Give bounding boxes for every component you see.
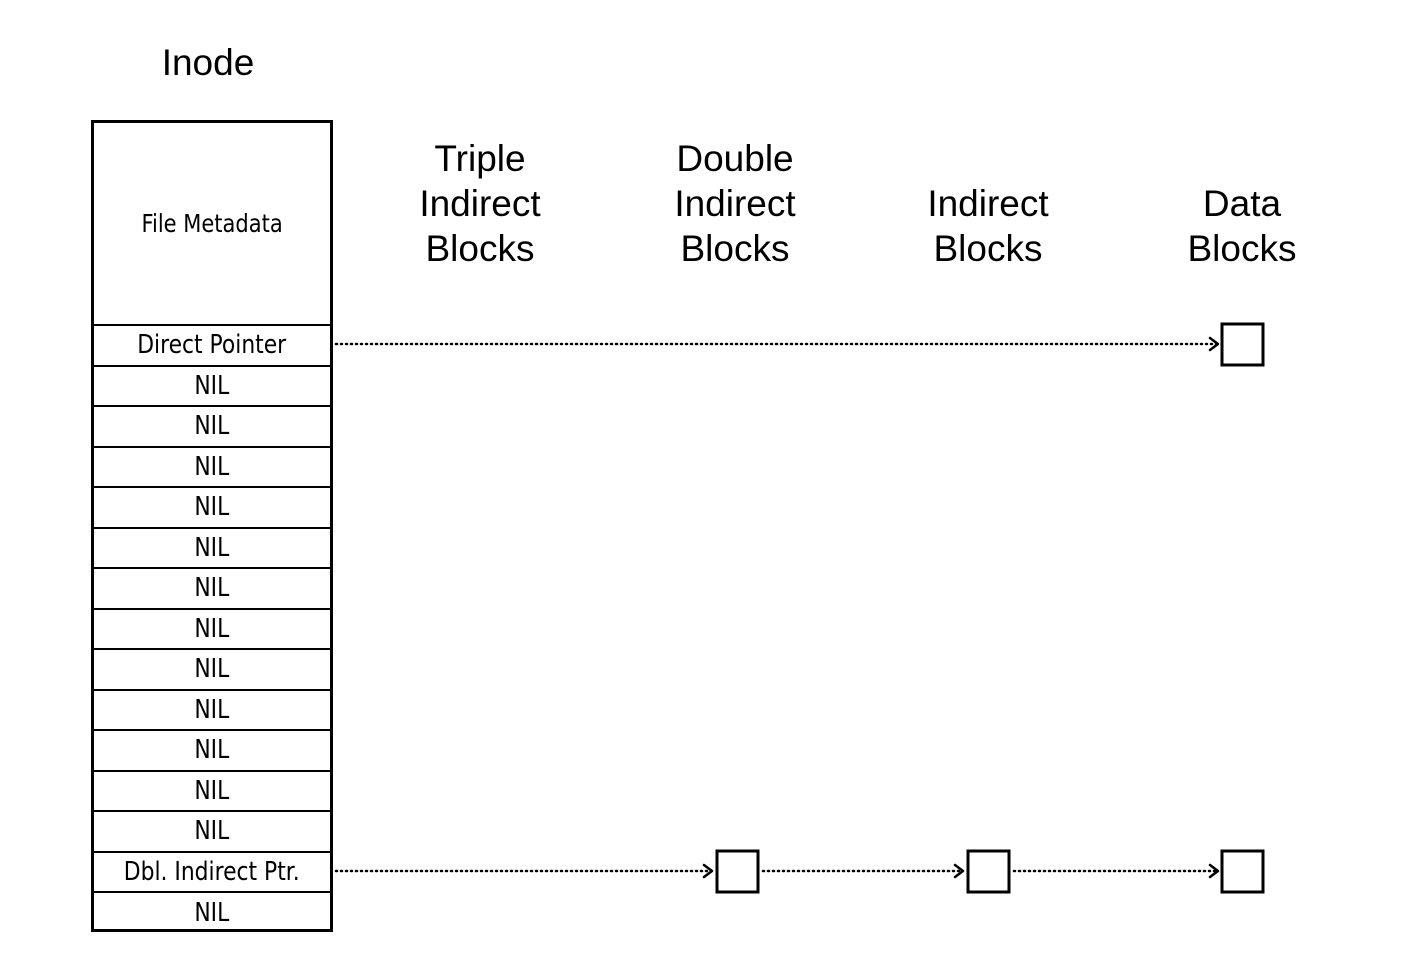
inode-slot-14: Dbl. Indirect Ptr.: [94, 853, 330, 893]
indirect-block: [966, 849, 1011, 894]
indirect-blocks-header: Indirect Blocks: [927, 183, 1049, 269]
inode-slot-label: NIL: [194, 492, 230, 523]
inode-slot-label: Dbl. Indirect Ptr.: [124, 856, 300, 887]
inode-slot-label: Direct Pointer: [137, 330, 287, 361]
double-indirect-block: [715, 849, 760, 894]
indirect-to-data-arrowhead: [1208, 863, 1220, 879]
inode-title: Inode: [161, 42, 255, 83]
double-to-indirect-arrowhead: [953, 863, 965, 879]
inode-slot-label: NIL: [194, 735, 230, 766]
inode-slot-4: NIL: [94, 448, 330, 488]
inode-slot-label: NIL: [194, 370, 230, 401]
inode-slot-2: NIL: [94, 367, 330, 407]
inode-slot-label: NIL: [194, 573, 230, 604]
inode-slot-7: NIL: [94, 569, 330, 610]
inode-slot-label: NIL: [194, 775, 230, 806]
inode-slot-label: NIL: [194, 898, 230, 929]
file-metadata-label: File Metadata: [141, 209, 283, 238]
inode-slot-11: NIL: [94, 731, 330, 772]
inode-slot-8: NIL: [94, 610, 330, 650]
inode-slot-3: NIL: [94, 407, 330, 448]
file-metadata-cell: File Metadata: [94, 123, 330, 326]
dbl-indirect-pointer-arrowhead: [702, 863, 714, 879]
double-indirect-blocks-header: Double Indirect Blocks: [674, 138, 796, 269]
inode-slot-label: NIL: [194, 613, 230, 644]
inode-slot-15: NIL: [94, 893, 330, 934]
inode-slot-6: NIL: [94, 529, 330, 569]
inode-slot-label: NIL: [194, 532, 230, 563]
inode-slot-label: NIL: [194, 694, 230, 725]
direct-pointer-arrowhead: [1208, 336, 1220, 352]
inode-slot-1: Direct Pointer: [94, 326, 330, 367]
inode-slot-label: NIL: [194, 411, 230, 442]
triple-indirect-blocks-header: Triple Indirect Blocks: [419, 138, 541, 269]
data-blocks-header: Data Blocks: [1187, 183, 1297, 269]
inode-slot-5: NIL: [94, 488, 330, 529]
inode-slot-label: NIL: [194, 816, 230, 847]
inode-slot-label: NIL: [194, 654, 230, 685]
inode-slot-12: NIL: [94, 772, 330, 812]
inode-slot-9: NIL: [94, 650, 330, 691]
data-block: [1220, 322, 1265, 367]
inode-slot-10: NIL: [94, 691, 330, 731]
inode-slot-label: NIL: [194, 451, 230, 482]
data-block: [1220, 849, 1265, 894]
inode-slot-13: NIL: [94, 812, 330, 853]
